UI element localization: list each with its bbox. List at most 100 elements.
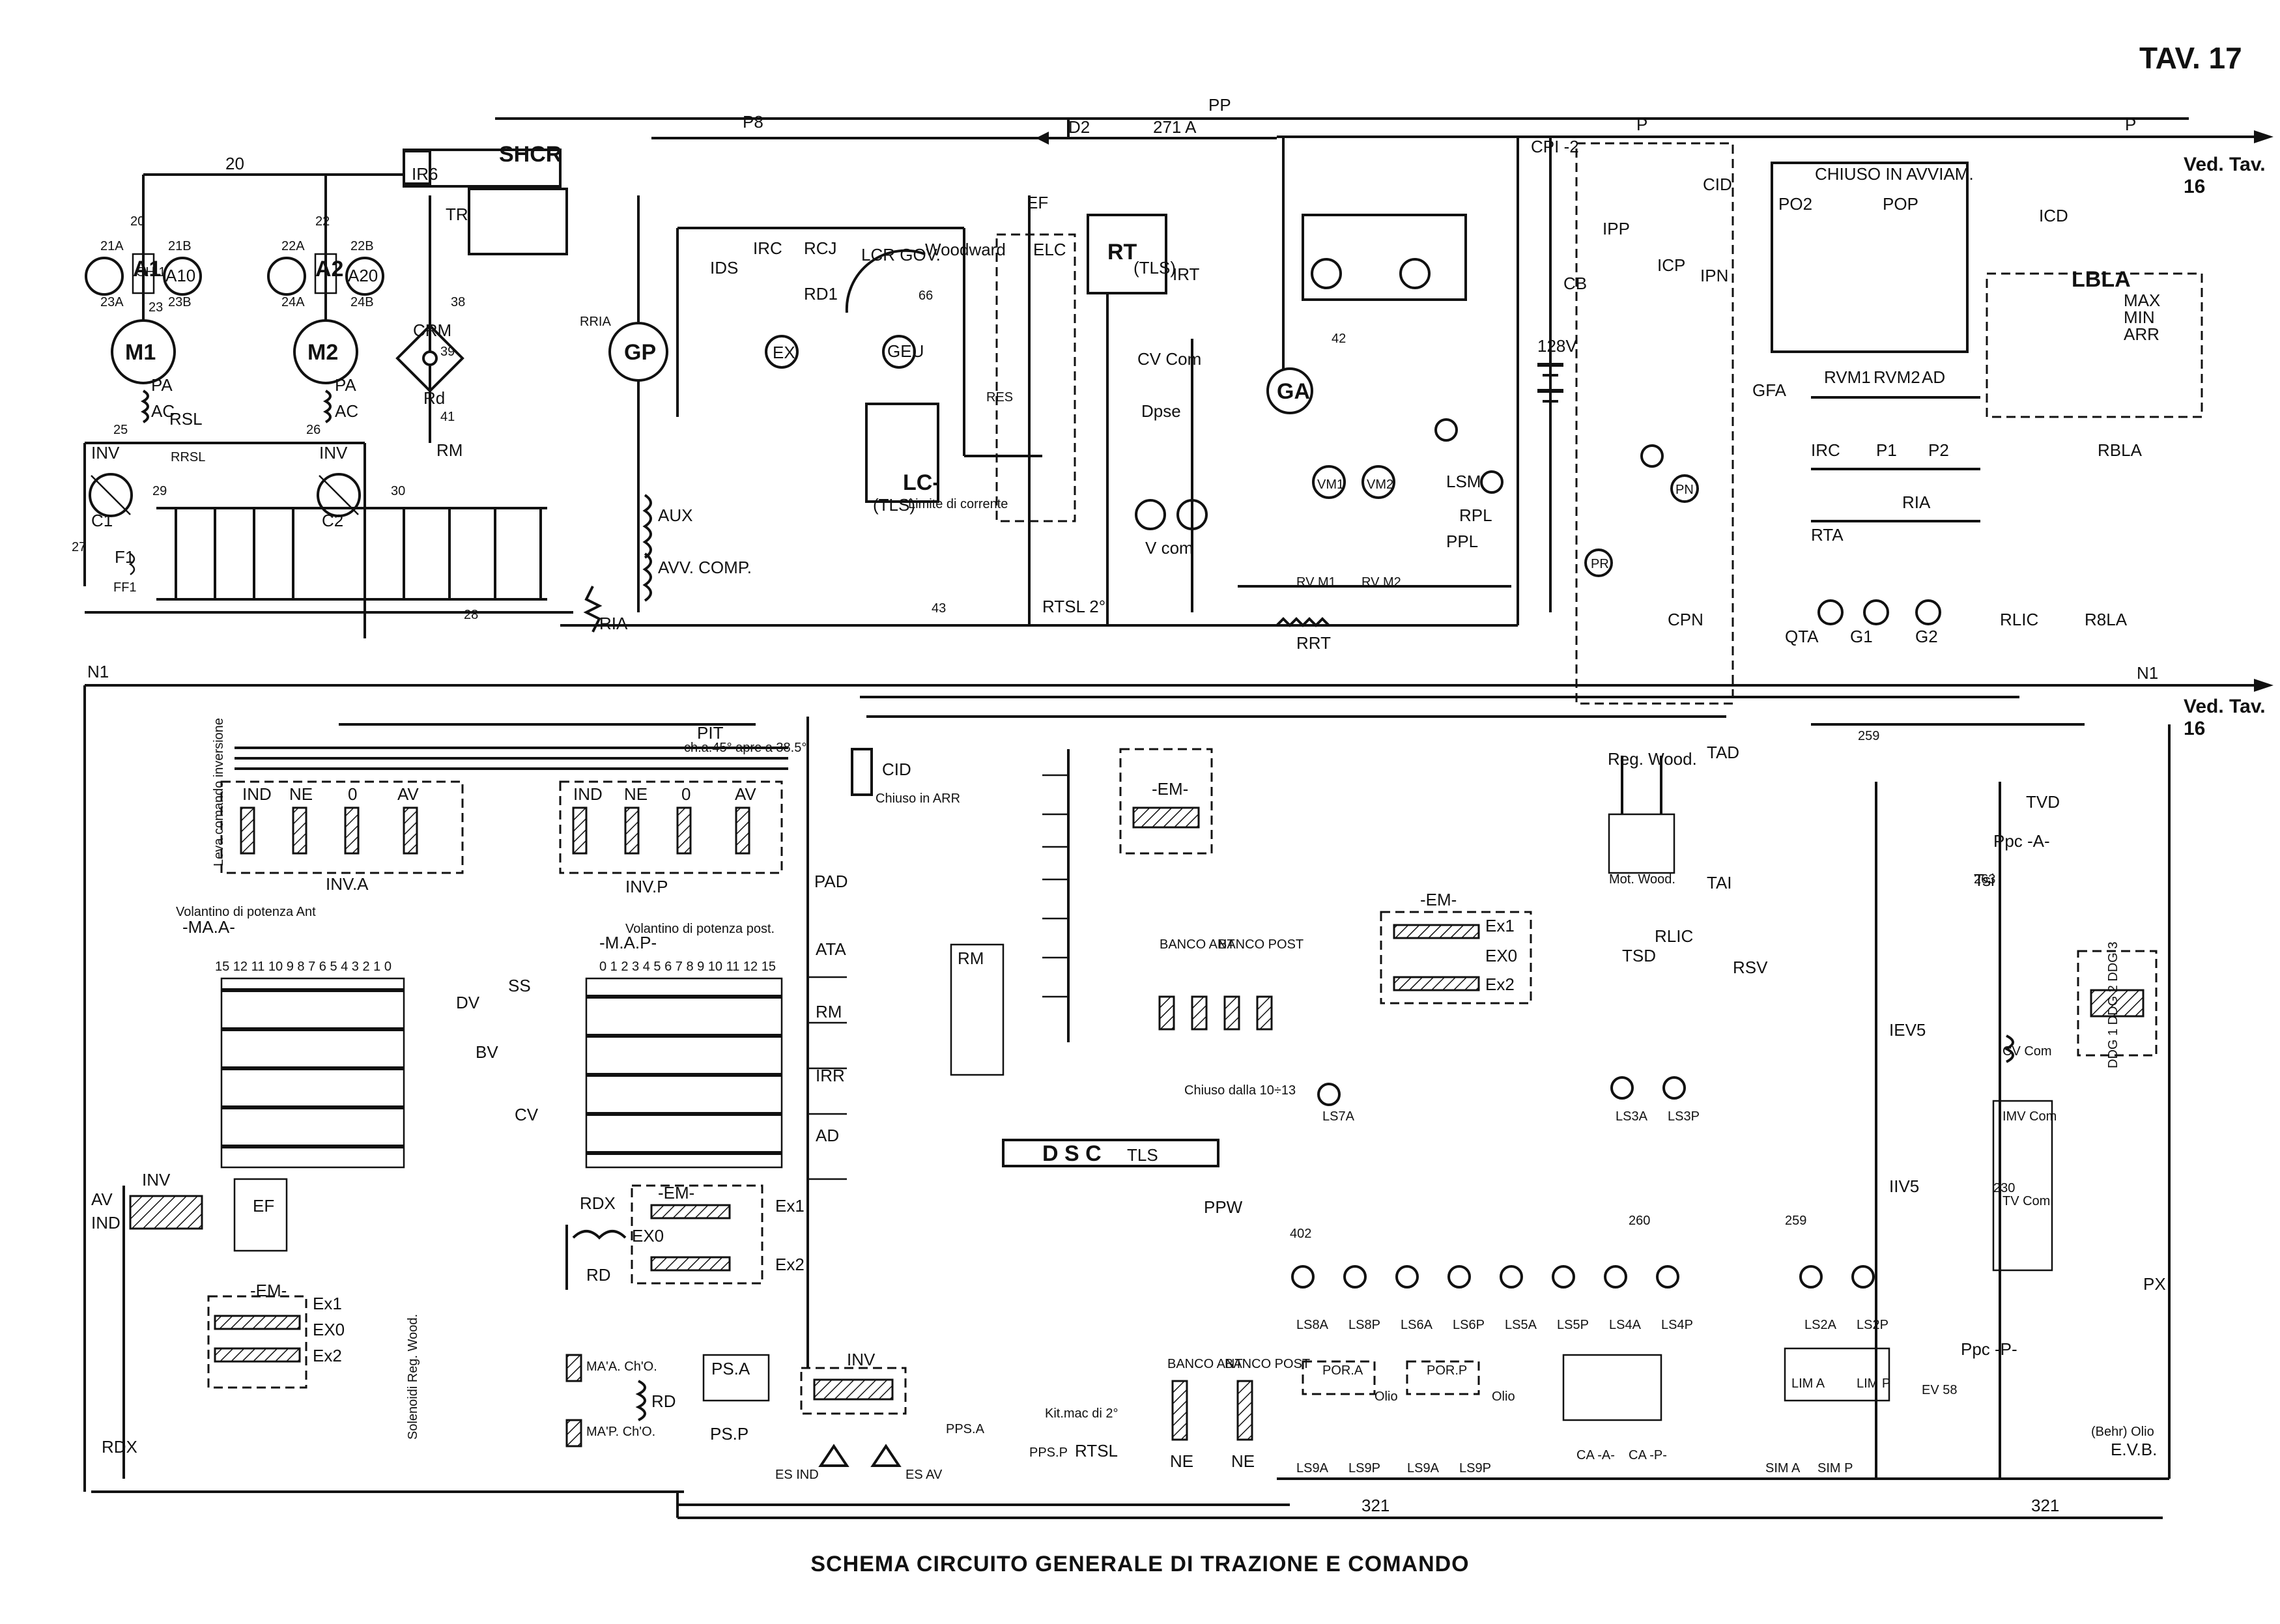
- ps-p-label: PS.P: [710, 1424, 748, 1444]
- bus-n1-right-label: N1: [2137, 663, 2158, 683]
- ga-label: GA: [1277, 379, 1310, 404]
- ppw-label: PPW: [1204, 1197, 1243, 1217]
- tv-com-label: TV Com: [2002, 1194, 2050, 1208]
- rdx-label: RDX: [102, 1437, 137, 1457]
- c1-label: C1: [91, 511, 113, 530]
- ind-label-a: IND: [242, 784, 272, 804]
- rbla-label: RBLA: [2098, 440, 2143, 460]
- em-centre-label: -EM-: [658, 1183, 694, 1203]
- rta-label: RTA: [1811, 525, 1844, 545]
- svg-text:22B: 22B: [350, 239, 374, 253]
- irt-label: IRT: [1173, 264, 1200, 284]
- ria-label: RIA: [599, 614, 628, 633]
- tai-label: TAI: [1707, 873, 1732, 892]
- g1-label: G1: [1850, 627, 1873, 646]
- svg-text:26: 26: [306, 423, 321, 437]
- max-label: MAX: [2124, 291, 2160, 310]
- pop-label: POP: [1883, 194, 1918, 214]
- sheet-title: TAV. 17: [2139, 41, 2242, 75]
- ria2-label: RIA: [1902, 492, 1931, 512]
- lamp-row-1: [1291, 1076, 1875, 1289]
- banco-post-bottom-label: BANCO POST: [1225, 1357, 1310, 1371]
- chiuso-10-13-label: Chiuso dalla 10÷13: [1184, 1083, 1296, 1098]
- bus-lines: [83, 117, 2273, 1519]
- em-dsc-label: -EM-: [1152, 779, 1188, 799]
- svg-text:21B: 21B: [168, 239, 192, 253]
- svg-text:230: 230: [1993, 1181, 2015, 1195]
- inv-p-label: INV.P: [625, 877, 668, 896]
- ppc-a-label: Ppc -A-: [1993, 831, 2050, 851]
- av-left-label: AV: [91, 1190, 113, 1209]
- ref-bottom: Ved. Tav. 16: [2184, 696, 2266, 739]
- lamp-ls2p: LS2P: [1857, 1318, 1888, 1332]
- em-centre: [565, 1184, 763, 1290]
- woodward-label: Woodward: [925, 240, 1006, 259]
- ef-label: EF: [1027, 193, 1048, 212]
- lamp-ls6a: LS6A: [1401, 1318, 1433, 1332]
- cv-com-area: [1135, 339, 1511, 627]
- dpse-label: Dpse: [1141, 401, 1181, 421]
- iiv5-label: IIV5: [1889, 1176, 1919, 1196]
- por-block: [1302, 1347, 1890, 1421]
- pps-p-label: PPS.P: [1029, 1446, 1068, 1460]
- em-left-label: -EM-: [250, 1281, 287, 1300]
- ca-a-label: CA -A-: [1576, 1448, 1615, 1462]
- sim-p-label: SIM P: [1817, 1461, 1853, 1475]
- ne-bottom-a-label: NE: [1170, 1451, 1193, 1471]
- zero-label-a: 0: [348, 784, 357, 804]
- svg-text:41: 41: [440, 410, 455, 424]
- svg-text:259: 259: [1858, 729, 1879, 743]
- svg-text:29: 29: [152, 484, 167, 498]
- tad-label: TAD: [1707, 743, 1739, 762]
- chiuso-avviam-label: CHIUSO IN AVVIAM.: [1815, 164, 1974, 184]
- wire-321-label: 321: [1361, 1496, 1389, 1515]
- m1-label: M1: [125, 340, 156, 365]
- rd-label: Rd: [423, 388, 445, 408]
- ppc-p-label: Ppc -P-: [1961, 1339, 2017, 1359]
- inv2-label: INV: [319, 443, 348, 463]
- olio2-label: Olio: [1492, 1389, 1515, 1404]
- ir6-label: IR6: [412, 164, 438, 184]
- a20-label: A20: [348, 266, 378, 285]
- banco-ant-label: BANCO ANT: [1160, 937, 1235, 952]
- mot-wood-label: Mot. Wood.: [1609, 872, 1675, 887]
- pad-label: PAD: [814, 872, 848, 891]
- shcr-label: SHCR: [499, 142, 562, 167]
- sim-a-label: SIM A: [1765, 1461, 1801, 1475]
- traction-motor-1: [83, 208, 573, 614]
- em-rvm-label: -EM-: [1420, 890, 1457, 909]
- rvm-area: [1771, 162, 2203, 625]
- f1-label: F1: [115, 547, 134, 567]
- solenoidi-label: Solenoidi Reg. Wood.: [406, 1314, 420, 1440]
- rd-lower-label: RD: [651, 1391, 676, 1411]
- inv-ef-area: [122, 1178, 307, 1479]
- ad-control-label: AD: [816, 1126, 839, 1145]
- rd-centre-label: RD: [586, 1265, 611, 1285]
- rdx-centre-label: RDX: [580, 1193, 616, 1213]
- ata-label: ATA: [816, 939, 846, 959]
- ex0-left-label: EX0: [313, 1320, 345, 1339]
- svg-text:21A: 21A: [100, 239, 124, 253]
- ex2-centre-label: Ex2: [775, 1255, 805, 1274]
- svg-text:22A: 22A: [281, 239, 305, 253]
- ipn-label: IPN: [1700, 266, 1728, 285]
- av-label-a: AV: [397, 784, 419, 804]
- svg-text:259: 259: [1785, 1214, 1806, 1228]
- battery-area: [1434, 138, 1563, 612]
- svg-text:260: 260: [1629, 1214, 1650, 1228]
- qta-label: QTA: [1785, 627, 1819, 646]
- behr-olio-label: (Behr) Olio: [2091, 1425, 2154, 1439]
- lamp-ls9p: LS9P: [1348, 1461, 1380, 1475]
- ref-top: Ved. Tav. 16: [2184, 154, 2266, 197]
- svg-text:43: 43: [932, 601, 946, 616]
- avv-comp-label: AVV. COMP.: [658, 558, 752, 577]
- inv-label: INV: [142, 1170, 171, 1190]
- icd-label: ICD: [2039, 206, 2068, 225]
- lim-a-label: LIM A: [1791, 1376, 1825, 1391]
- lamp-ls8a: LS8A: [1296, 1318, 1329, 1332]
- olio-label: Olio: [1375, 1389, 1398, 1404]
- m2-label: M2: [307, 340, 338, 365]
- cr-relays: [950, 748, 1219, 1167]
- pa1-label: PA: [151, 375, 173, 395]
